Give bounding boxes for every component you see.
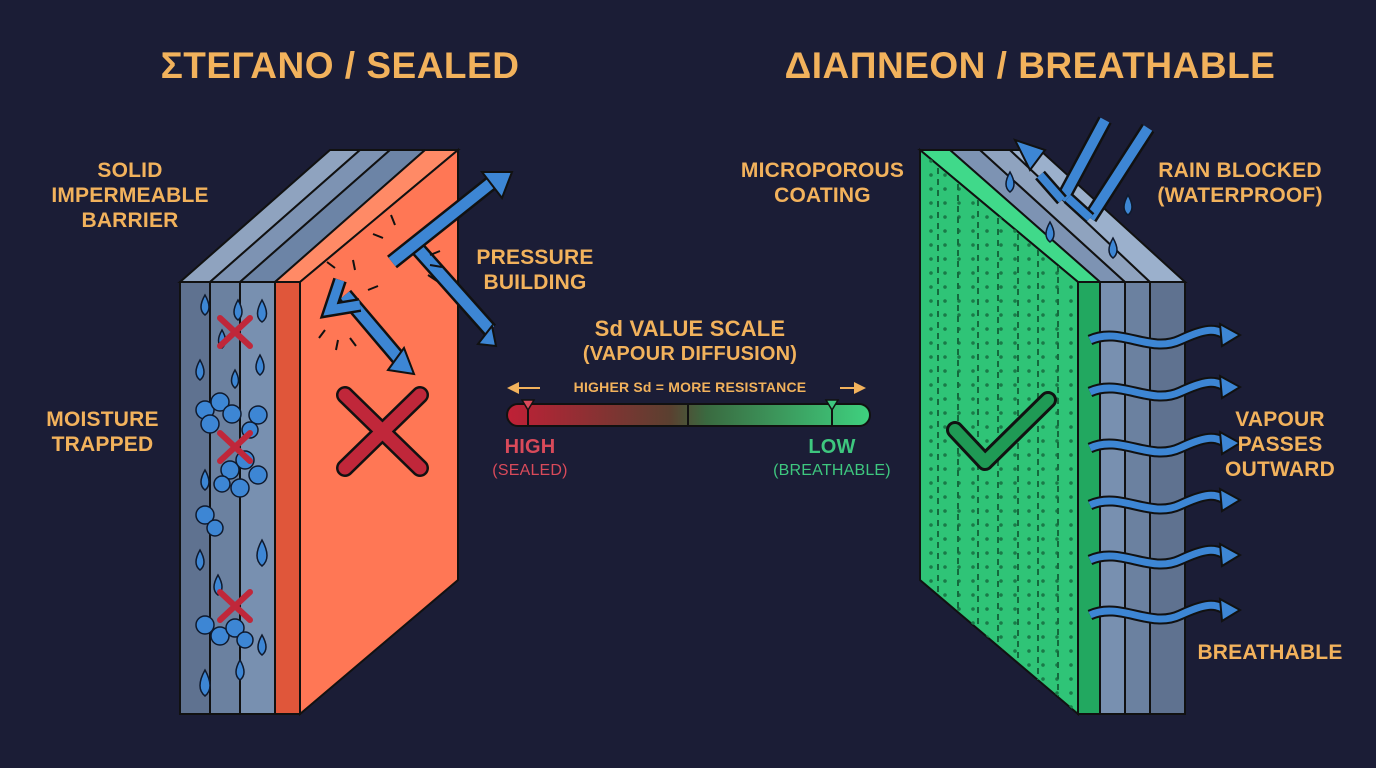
high-sub-label: (SEALED) bbox=[492, 462, 568, 479]
micropore-lines bbox=[937, 168, 1059, 696]
scale-title: Sd VALUE SCALE bbox=[594, 316, 786, 341]
vapour-arrows bbox=[1087, 322, 1242, 625]
rain-arrows bbox=[1013, 116, 1155, 223]
barrier-label: SOLID IMPERMEABLE BARRIER bbox=[51, 159, 209, 232]
low-marker-icon bbox=[824, 399, 840, 412]
high-label: HIGH bbox=[504, 436, 556, 458]
sealed-panel bbox=[177, 147, 514, 717]
scale-subtitle: (VAPOUR DIFFUSION) bbox=[582, 343, 798, 365]
coating-label: MICROPOROUS COATING bbox=[740, 159, 905, 207]
breathable-label: BREATHABLE bbox=[1197, 641, 1343, 664]
breathable-title: ΔΙΑΠΝΕΟΝ / BREATHABLE bbox=[784, 45, 1276, 86]
breathable-panel bbox=[917, 116, 1242, 717]
low-label: LOW bbox=[808, 436, 856, 458]
pressure-arrows bbox=[319, 171, 514, 376]
small-cross-icons bbox=[217, 315, 253, 623]
high-marker-icon bbox=[520, 399, 536, 412]
scale-arrow-text: HIGHER Sd = MORE RESISTANCE bbox=[540, 377, 840, 397]
rain-label: RAIN BLOCKED (WATERPROOF) bbox=[1157, 159, 1323, 207]
rain-droplets bbox=[1005, 170, 1133, 259]
pressure-label: PRESSURE BUILDING bbox=[476, 246, 594, 294]
vapour-label: VAPOUR PASSES OUTWARD bbox=[1225, 408, 1335, 481]
moisture-label: MOISTURE TRAPPED bbox=[46, 408, 159, 456]
check-icon bbox=[946, 391, 1057, 471]
pressure-burst-lines bbox=[318, 214, 443, 351]
sealed-title: ΣΤΕΓΑΝΟ / SEALED bbox=[160, 45, 520, 86]
low-sub-label: (BREATHABLE) bbox=[773, 462, 891, 479]
cross-icon bbox=[336, 386, 429, 477]
droplets bbox=[195, 293, 268, 697]
